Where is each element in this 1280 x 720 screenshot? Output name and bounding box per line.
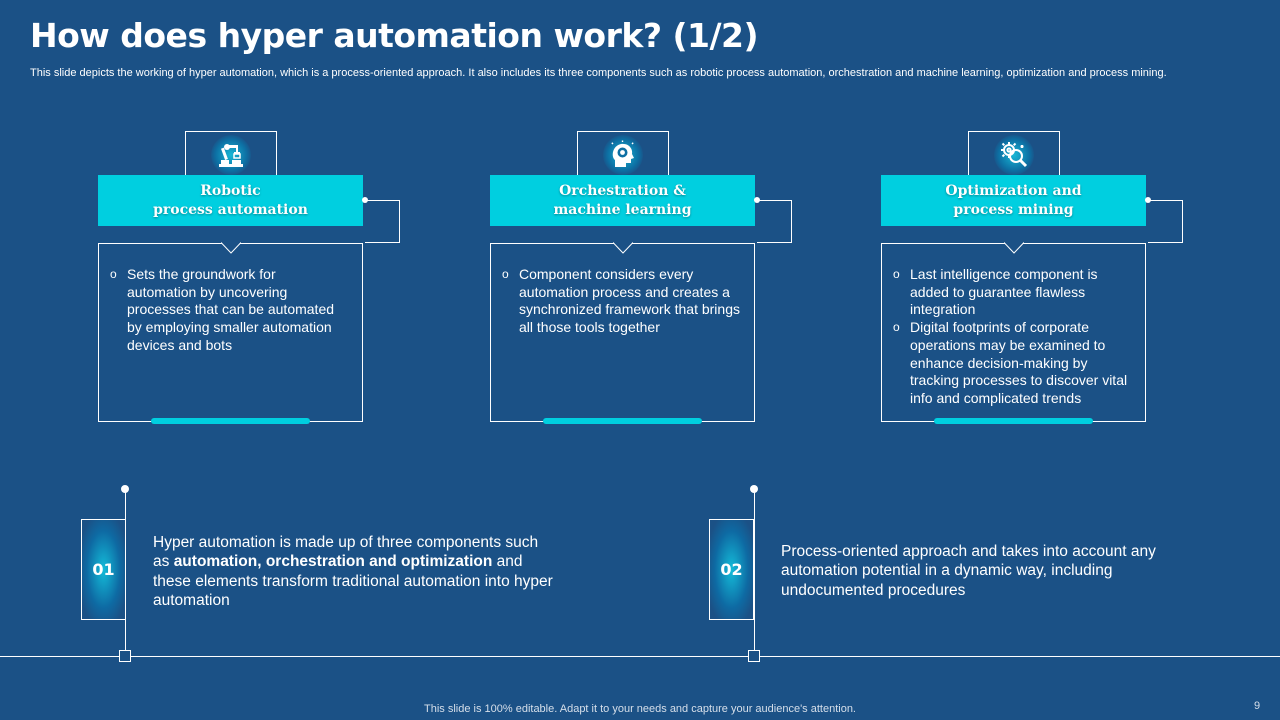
text-segment: Hyper automation is made up of three com… (153, 534, 539, 571)
card-heading: Optimization and process mining (881, 175, 1146, 226)
brain-gear-head-icon (611, 140, 634, 167)
heading-line: Robotic (200, 182, 261, 199)
card-body: Sets the groundwork for automation by un… (98, 243, 363, 422)
connector-dot (1145, 197, 1151, 203)
card-heading: Orchestration & machine learning (490, 175, 755, 226)
timeline-node (748, 650, 760, 662)
text-emphasis: automation, orchestration and optimizati… (173, 553, 493, 571)
bullet-item: Sets the groundwork for automation by un… (110, 266, 348, 355)
text-segment: and these elements transform traditional… (153, 553, 553, 609)
connector-bracket (757, 200, 792, 243)
card-body: Last intelligence component is added to … (881, 243, 1146, 422)
timeline-dot (121, 485, 129, 493)
component-card-rpa: Robotic process automation Sets the grou… (98, 130, 400, 425)
icon-frame (968, 131, 1060, 177)
connector-bracket (365, 200, 400, 243)
pointer-notch (221, 242, 241, 254)
heading-line: process automation (153, 201, 308, 218)
bullet-item: Last intelligence component is added to … (893, 266, 1131, 319)
timeline-node (119, 650, 131, 662)
component-card-optimization: Optimization and process mining Last int… (881, 130, 1183, 425)
timeline-baseline (0, 656, 1280, 657)
heading-line: Orchestration & (559, 182, 686, 199)
pointer-notch (1004, 242, 1024, 254)
pointer-notch (613, 242, 633, 254)
point-number-badge: 02 (709, 519, 754, 620)
page-number: 9 (1254, 700, 1261, 712)
accent-bar (934, 418, 1093, 424)
heading-line: machine learning (553, 201, 692, 218)
bullet-item: Component considers every automation pro… (502, 266, 740, 337)
heading-line: Optimization and (945, 182, 1082, 199)
gears-magnifier-icon (1001, 141, 1028, 167)
card-body: Component considers every automation pro… (490, 243, 755, 422)
icon-frame (185, 131, 277, 177)
point-description: Hyper automation is made up of three com… (153, 533, 558, 610)
timeline-stem (754, 490, 755, 656)
accent-bar (543, 418, 702, 424)
timeline-dot (750, 485, 758, 493)
icon-frame (577, 131, 669, 177)
bullet-item: Digital footprints of corporate operatio… (893, 319, 1131, 408)
component-card-orchestration: Orchestration & machine learning Compone… (490, 130, 792, 425)
connector-dot (754, 197, 760, 203)
robot-arm-icon (219, 143, 243, 167)
heading-line: process mining (953, 201, 1074, 218)
connector-dot (362, 197, 368, 203)
slide-title: How does hyper automation work? (1/2) (30, 16, 759, 55)
slide-subtitle: This slide depicts the working of hyper … (30, 67, 1167, 79)
point-number-badge: 01 (81, 519, 126, 620)
connector-bracket (1148, 200, 1183, 243)
accent-bar (151, 418, 310, 424)
point-description: Process-oriented approach and takes into… (781, 543, 1156, 599)
card-heading: Robotic process automation (98, 175, 363, 226)
footer-note: This slide is 100% editable. Adapt it to… (424, 703, 856, 715)
